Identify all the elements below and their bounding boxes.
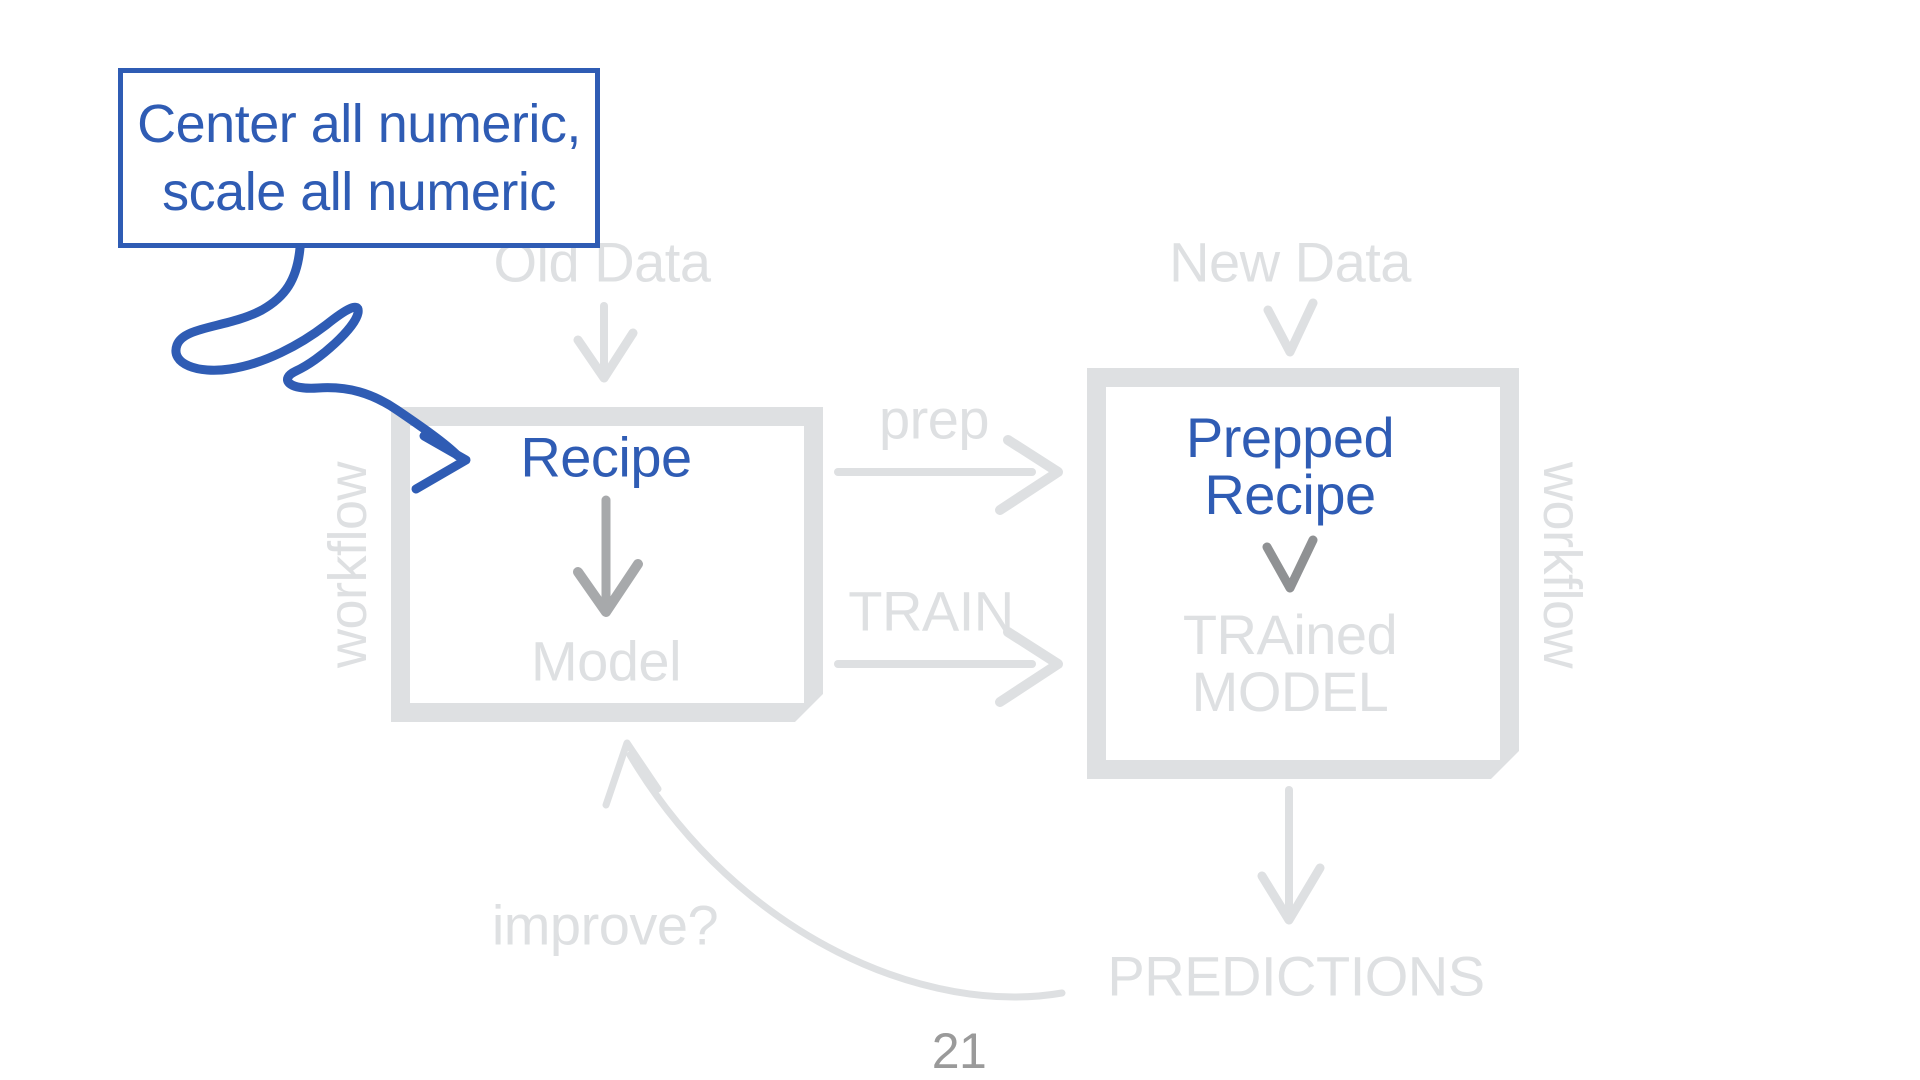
workflow-label-right: workflow xyxy=(1532,461,1592,669)
new-data-label: New Data xyxy=(1169,230,1411,294)
prepped-recipe-line1: Prepped xyxy=(1185,406,1395,469)
annotation-callout-box: Center all numeric, scale all numeric xyxy=(118,68,600,248)
callout-line1: Center all numeric, xyxy=(137,94,581,154)
new-data-down-chevron-icon xyxy=(1263,298,1318,357)
predictions-down-arrow-icon xyxy=(1257,786,1325,925)
trained-model-line1: TRAined xyxy=(1182,603,1398,666)
annotation-squiggle-arrow-icon xyxy=(171,243,471,494)
model-label: Model xyxy=(530,629,682,693)
prepped-recipe-line2: Recipe xyxy=(1204,463,1376,526)
trained-model-label: TRAined MODEL xyxy=(1182,603,1398,723)
improve-curve-arrow-icon xyxy=(602,739,1066,1001)
train-edge-label: TRAIN xyxy=(848,579,1014,643)
train-arrow-icon xyxy=(834,627,1063,707)
old-data-down-arrow-icon xyxy=(573,302,638,383)
workflow-box-right-frame xyxy=(1087,368,1519,779)
callout-line2: scale all numeric xyxy=(162,162,556,222)
workflow-label-left: workflow xyxy=(318,461,378,669)
improve-edge-label: improve? xyxy=(491,893,719,957)
workflow-box-left-frame xyxy=(391,407,823,722)
right-box-corner-notch xyxy=(1489,751,1519,781)
recipe-to-model-arrow-icon xyxy=(573,495,643,617)
prep-edge-label: prep xyxy=(878,387,990,451)
prep-arrow-icon xyxy=(834,435,1063,515)
prepped-to-trained-chevron-icon xyxy=(1262,535,1318,593)
trained-model-line2: MODEL xyxy=(1191,660,1389,723)
page-number: 21 xyxy=(931,1023,987,1079)
prepped-recipe-label: Prepped Recipe xyxy=(1185,406,1395,526)
predictions-label: PREDICTIONS xyxy=(1107,944,1485,1008)
recipe-label: Recipe xyxy=(520,425,692,489)
left-box-corner-notch xyxy=(793,694,823,724)
